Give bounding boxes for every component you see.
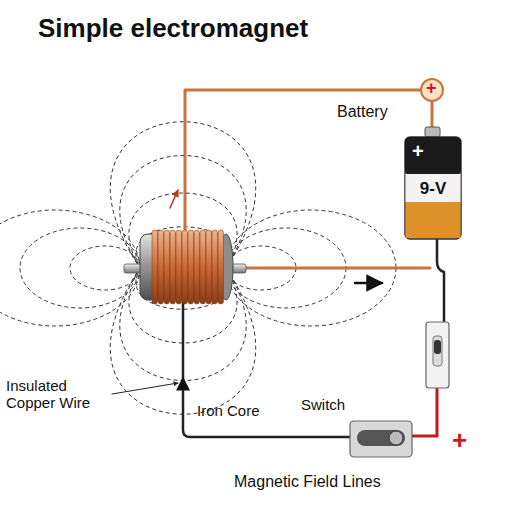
field-direction-arrow bbox=[170, 190, 178, 208]
black-wire-battery bbox=[437, 240, 444, 322]
leader-line bbox=[112, 383, 178, 394]
part-label: Magnetic Field Lines bbox=[234, 473, 381, 491]
title: Simple electromagnet bbox=[38, 14, 308, 44]
coil-windings bbox=[152, 230, 224, 304]
part-label: Battery bbox=[337, 103, 388, 121]
current-arrow-up bbox=[182, 378, 184, 395]
part-label: Iron Core bbox=[197, 402, 260, 419]
terminal-circle bbox=[421, 79, 443, 101]
slide-switch bbox=[350, 421, 412, 457]
black-wire-return bbox=[183, 300, 350, 437]
wires bbox=[112, 90, 444, 437]
part-label: Switch bbox=[301, 396, 345, 413]
copper-wire-right bbox=[245, 267, 430, 270]
part-label: Insulated Copper Wire bbox=[6, 377, 114, 412]
battery-terminal bbox=[425, 127, 440, 137]
copper-wire-battery bbox=[431, 101, 434, 128]
polarity-sign: + bbox=[412, 140, 424, 162]
voltage-label: 9-V bbox=[420, 180, 446, 199]
toggle-switch bbox=[426, 322, 449, 388]
polarity-sign: + bbox=[452, 426, 467, 456]
battery: +9-V bbox=[404, 136, 462, 240]
polarity-sign: + bbox=[426, 78, 437, 99]
current-arrow-right bbox=[355, 282, 382, 285]
red-wire bbox=[410, 388, 437, 436]
copper-wire-top bbox=[185, 90, 421, 232]
